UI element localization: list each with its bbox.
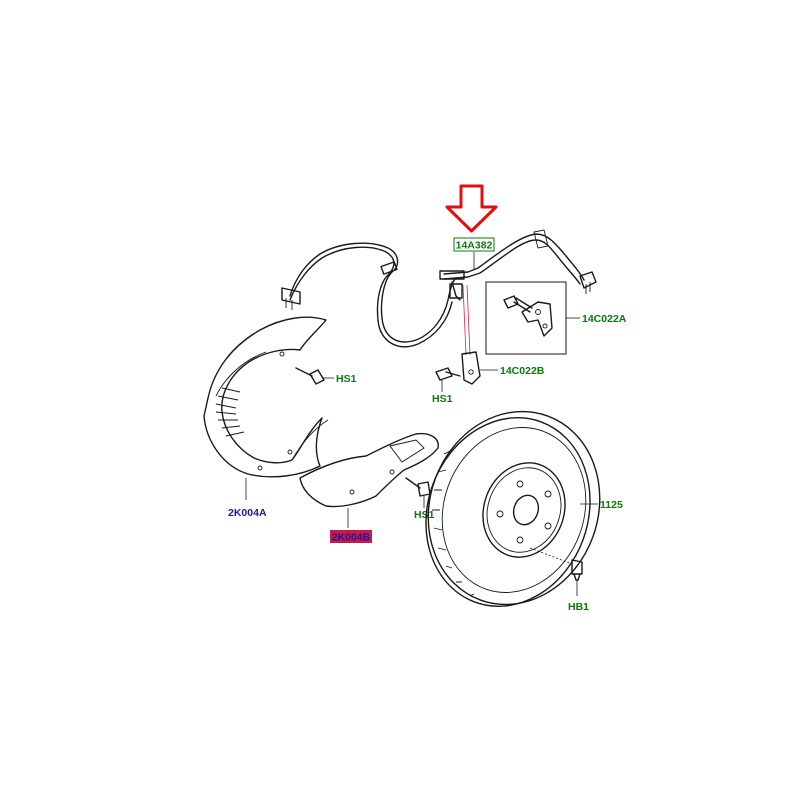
bolt-lower-shield-icon [405, 477, 431, 497]
label-sensor-bracket: 14C022B [500, 365, 545, 377]
dust-shield-rear [299, 432, 439, 508]
abs-sensor-wire [281, 229, 597, 348]
bolt-top-icon [295, 367, 325, 385]
label-bolt-top: HS1 [336, 373, 357, 385]
label-brake-disc: 1125 [600, 499, 623, 511]
bolt-sensor-icon [435, 367, 461, 381]
dust-shield-front [203, 316, 329, 478]
label-bracket-kit: 14C022A [582, 313, 627, 325]
bracket-kit-inset [485, 281, 567, 355]
sensor-bracket [461, 351, 481, 385]
label-shield-rear: 2K004B [332, 532, 371, 544]
brake-disc [425, 410, 601, 607]
label-bolt-lower-shield: HS1 [414, 509, 435, 521]
label-box-shield-rear [330, 530, 372, 543]
label-disc-bolt: HB1 [568, 601, 589, 613]
label-shield-front: 2K004A [228, 507, 267, 519]
label-wire-harness: 14A382 [456, 240, 493, 252]
label-box-wire-harness [453, 237, 495, 252]
label-bolt-sensor: HS1 [432, 393, 453, 405]
highlight-arrow-icon [445, 184, 498, 233]
